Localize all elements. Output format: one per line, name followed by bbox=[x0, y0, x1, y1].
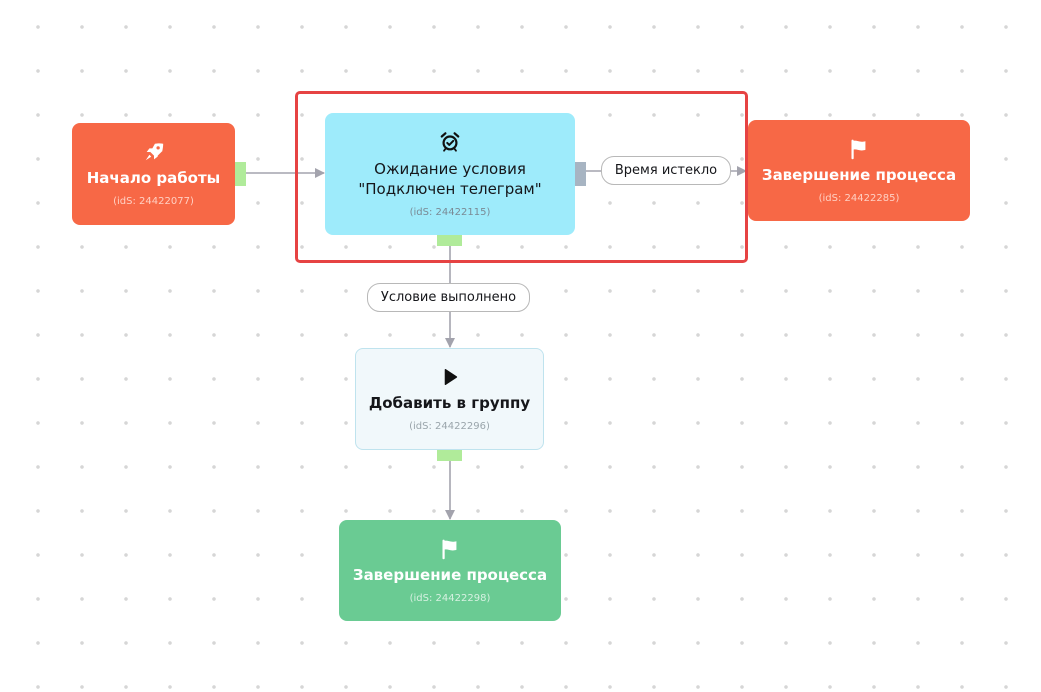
node-wait-condition[interactable]: Ожидание условия "Подключен телеграм" (i… bbox=[325, 113, 575, 235]
start-output-port[interactable] bbox=[235, 162, 246, 186]
add-group-output-port[interactable] bbox=[437, 450, 462, 461]
edge-label-condition-met[interactable]: Условие выполнено bbox=[367, 283, 530, 312]
wait-success-port[interactable] bbox=[437, 235, 462, 246]
alarm-clock-icon bbox=[440, 131, 460, 152]
edge-label-timeout[interactable]: Время истекло bbox=[601, 156, 731, 185]
rocket-icon bbox=[145, 143, 163, 161]
flag-icon bbox=[442, 539, 457, 559]
play-icon bbox=[444, 368, 457, 386]
node-end-timeout-ids: (idS: 24422285) bbox=[818, 192, 900, 204]
node-end-timeout-title: Завершение процесса bbox=[761, 165, 957, 184]
flag-icon bbox=[851, 139, 866, 159]
node-end-success-ids: (idS: 24422298) bbox=[409, 592, 491, 604]
wait-timeout-port[interactable] bbox=[575, 162, 586, 186]
node-start[interactable]: Начало работы (idS: 24422077) bbox=[72, 123, 235, 225]
node-end-success-title: Завершение процесса bbox=[352, 565, 548, 584]
node-wait-title-line2: "Подключен телеграм" bbox=[358, 179, 542, 198]
node-add-group-ids: (idS: 24422296) bbox=[409, 421, 490, 432]
node-start-title: Начало работы bbox=[86, 169, 221, 187]
node-end-timeout[interactable]: Завершение процесса (idS: 24422285) bbox=[748, 120, 970, 221]
node-start-ids: (idS: 24422077) bbox=[113, 196, 194, 207]
selection-frame bbox=[295, 91, 748, 263]
node-add-group-title: Добавить в группу bbox=[368, 394, 531, 412]
node-wait-ids: (idS: 24422115) bbox=[409, 206, 491, 218]
node-end-success[interactable]: Завершение процесса (idS: 24422298) bbox=[339, 520, 561, 621]
node-add-to-group[interactable]: Добавить в группу (idS: 24422296) bbox=[355, 348, 544, 450]
node-wait-title-line1: Ожидание условия bbox=[374, 159, 526, 178]
